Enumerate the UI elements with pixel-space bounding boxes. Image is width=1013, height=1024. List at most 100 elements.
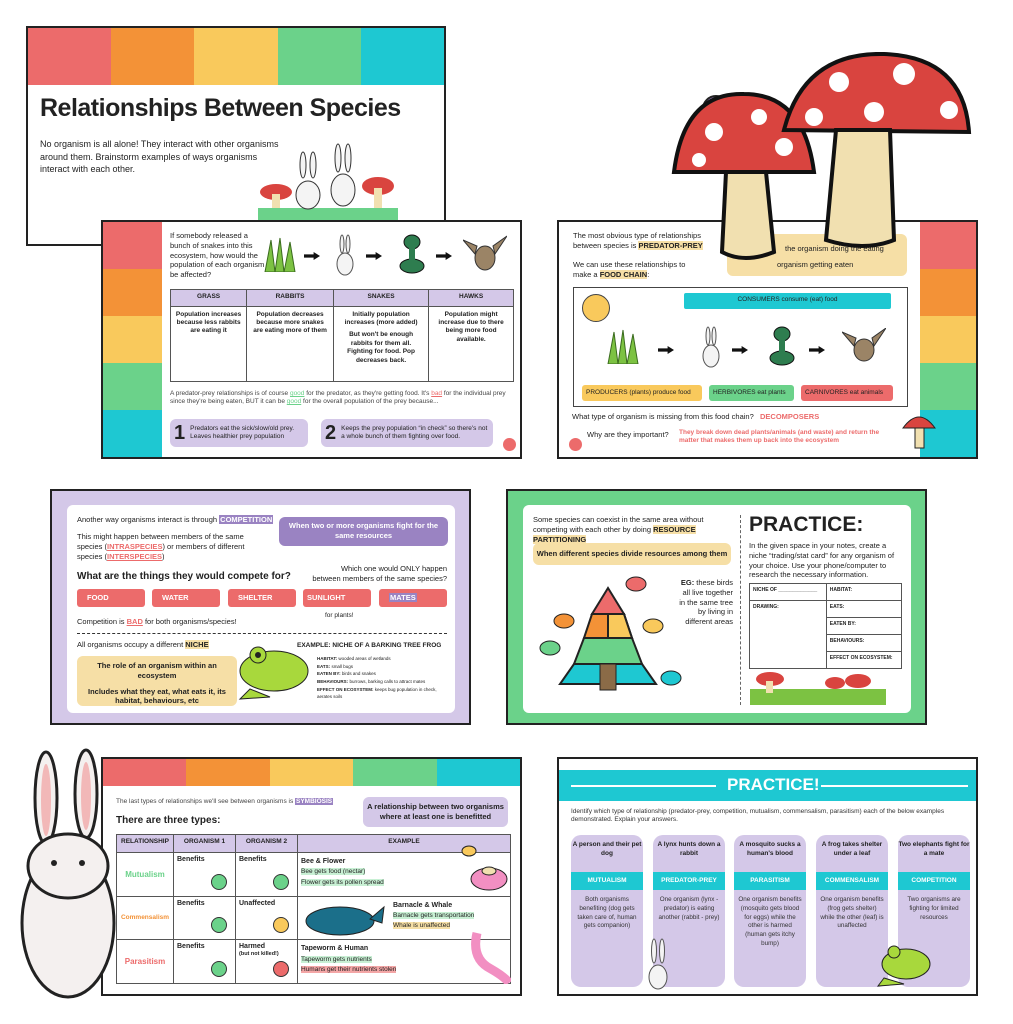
why-question: Why are they important? xyxy=(587,430,669,439)
bee-flower-icon xyxy=(461,845,508,891)
niche-row: EATS: small bugs xyxy=(317,663,452,671)
card-answer: COMPETITION xyxy=(898,872,970,890)
point-text: Keeps the prey population “in check” so … xyxy=(341,424,488,440)
resource-shelter[interactable]: SHELTER xyxy=(228,589,296,607)
practice-instructions: In the given space in your notes, create… xyxy=(749,541,895,580)
k: EATS: xyxy=(317,663,331,669)
o2: Harmed xyxy=(239,943,266,951)
frog-icon xyxy=(876,945,931,987)
k: EATEN BY: xyxy=(317,671,341,677)
compete-heading: What are the things they would compete f… xyxy=(77,571,291,582)
example-title: Tapeworm & Human xyxy=(301,945,369,953)
t: Some species can coexist in the same are… xyxy=(533,515,704,534)
color-bar xyxy=(103,759,520,786)
happy-face-icon xyxy=(273,873,289,890)
organism-1-cell: Benefits xyxy=(173,895,236,941)
arrow-icon xyxy=(366,252,382,260)
card-answer: PREDATOR-PREY xyxy=(653,872,725,890)
competition-definition: When two or more organisms fight for the… xyxy=(279,517,448,546)
example-line: Flower gets its pollen spread xyxy=(301,878,384,886)
organism-2-cell: Benefits xyxy=(235,852,298,897)
interspecies: INTERSPECIES xyxy=(107,551,163,561)
t: ) or members of different species ( xyxy=(77,541,245,561)
competition-intro: Another way organisms interact is throug… xyxy=(77,515,274,525)
relationship-name: Commensalism xyxy=(116,895,174,941)
t: for both organisms/species! xyxy=(142,617,237,626)
effect-field: EFFECT ON ECOSYSTEM: xyxy=(825,651,903,669)
eg-label: EG: xyxy=(680,578,695,587)
sun-icon xyxy=(582,294,610,322)
arrow-icon xyxy=(436,252,452,260)
arrow-icon xyxy=(809,346,825,354)
card-answer: COMMENSALISM xyxy=(816,872,888,890)
card-question: A frog takes shelter under a leaf xyxy=(821,841,883,857)
header-organism-1: ORGANISM 1 xyxy=(173,834,236,853)
t: All organisms occupy a different xyxy=(77,640,186,649)
for-plants-note: for plants! xyxy=(325,612,354,619)
niche-def-2: Includes what they eat, what eats it, it… xyxy=(88,686,226,706)
snakes-extra: But won't be enough rabbits for them all… xyxy=(347,331,415,364)
niche-of-field: NICHE OF ______________ xyxy=(749,583,827,601)
three-types-heading: There are three types: xyxy=(116,815,221,826)
resource-mates[interactable]: MATES xyxy=(379,589,447,607)
happy-face-icon xyxy=(211,917,227,934)
color-strip xyxy=(103,222,162,457)
cell-grass: Population increases because less rabbit… xyxy=(169,305,248,383)
card-answer: PARASITISM xyxy=(734,872,806,890)
practice-title: PRACTICE! xyxy=(727,775,820,794)
symbiosis-highlight: SYMBIOSIS xyxy=(295,798,334,805)
logo-badge xyxy=(503,438,516,451)
tapeworm-icon xyxy=(471,931,511,984)
niche-row: EFFECT ON ECOSYSTEM: keeps bug populatio… xyxy=(317,686,452,701)
missing-q: What type of organism is missing from th… xyxy=(572,412,754,421)
table-row: Commensalism Benefits Unaffected Barnacl… xyxy=(116,895,511,941)
herbivores-label: HERBIVORES eat plants xyxy=(709,385,794,401)
intro-plain: Another way organisms interact is throug… xyxy=(77,515,220,524)
banner-line xyxy=(571,785,716,787)
why-answer: They break down dead plants/animals (and… xyxy=(679,429,880,445)
species-text: This might happen between members of the… xyxy=(77,532,247,561)
dashed-divider xyxy=(740,515,741,705)
example-line: Barnacle gets transportation xyxy=(393,912,475,920)
card-explanation: One organism (lynx - predator) is eating… xyxy=(658,896,720,921)
resource-sunlight[interactable]: SUNLIGHT xyxy=(303,589,371,607)
niche-row: BEHAVIOURS: burrows, barking calls to at… xyxy=(317,678,452,686)
resource-food[interactable]: FOOD xyxy=(77,589,145,607)
header-example: EXAMPLE xyxy=(297,834,511,853)
eats-field: EATS: xyxy=(825,600,903,618)
relationship-name: Parasitism xyxy=(116,939,174,984)
question-text: If somebody released a bunch of snakes i… xyxy=(170,231,265,279)
happy-face-icon xyxy=(211,873,227,890)
k: BEHAVIOURS: xyxy=(317,678,349,684)
v: wooded areas of wetlands xyxy=(338,656,391,661)
practice-banner: PRACTICE! xyxy=(559,770,976,801)
header-hawks: HAWKS xyxy=(428,289,514,307)
snake-icon xyxy=(769,326,795,366)
slide-predator-prey-population: If somebody released a bunch of snakes i… xyxy=(101,220,522,459)
resource-water[interactable]: WATER xyxy=(152,589,220,607)
v: birds and snakes xyxy=(341,671,376,677)
k: EFFECT ON ECOSYSTEM: xyxy=(317,686,374,692)
rabbit-icon xyxy=(648,938,668,990)
t: Competition is xyxy=(77,617,127,626)
chain-plain: We can use these relationships to make a xyxy=(573,260,686,279)
organism-1-cell: Benefits xyxy=(173,852,236,897)
grass-icon xyxy=(607,329,639,364)
point-number: 1 xyxy=(174,421,186,444)
grass-icon xyxy=(264,237,296,272)
frog-niche-list: HABITAT: wooded areas of wetlands EATS: … xyxy=(317,655,452,701)
consumers-label: CONSUMERS consume (eat) food xyxy=(684,293,891,309)
food-chain-diagram: CONSUMERS consume (eat) food PRODUCERS (… xyxy=(573,287,908,407)
card-question: A lynx hunts down a rabbit xyxy=(657,841,721,857)
cell-snakes: Initially population increases (more add… xyxy=(332,305,430,383)
para-text: for the individual prey since they're be… xyxy=(170,390,506,406)
o2-note: (but not killed!) xyxy=(239,951,279,958)
snake-icon xyxy=(399,234,425,274)
table-row: Mutualism Benefits Benefits Bee & Flower… xyxy=(116,852,511,897)
header-organism-2: ORGANISM 2 xyxy=(235,834,298,853)
niche-def-1: The role of an organism within an ecosys… xyxy=(97,661,217,680)
